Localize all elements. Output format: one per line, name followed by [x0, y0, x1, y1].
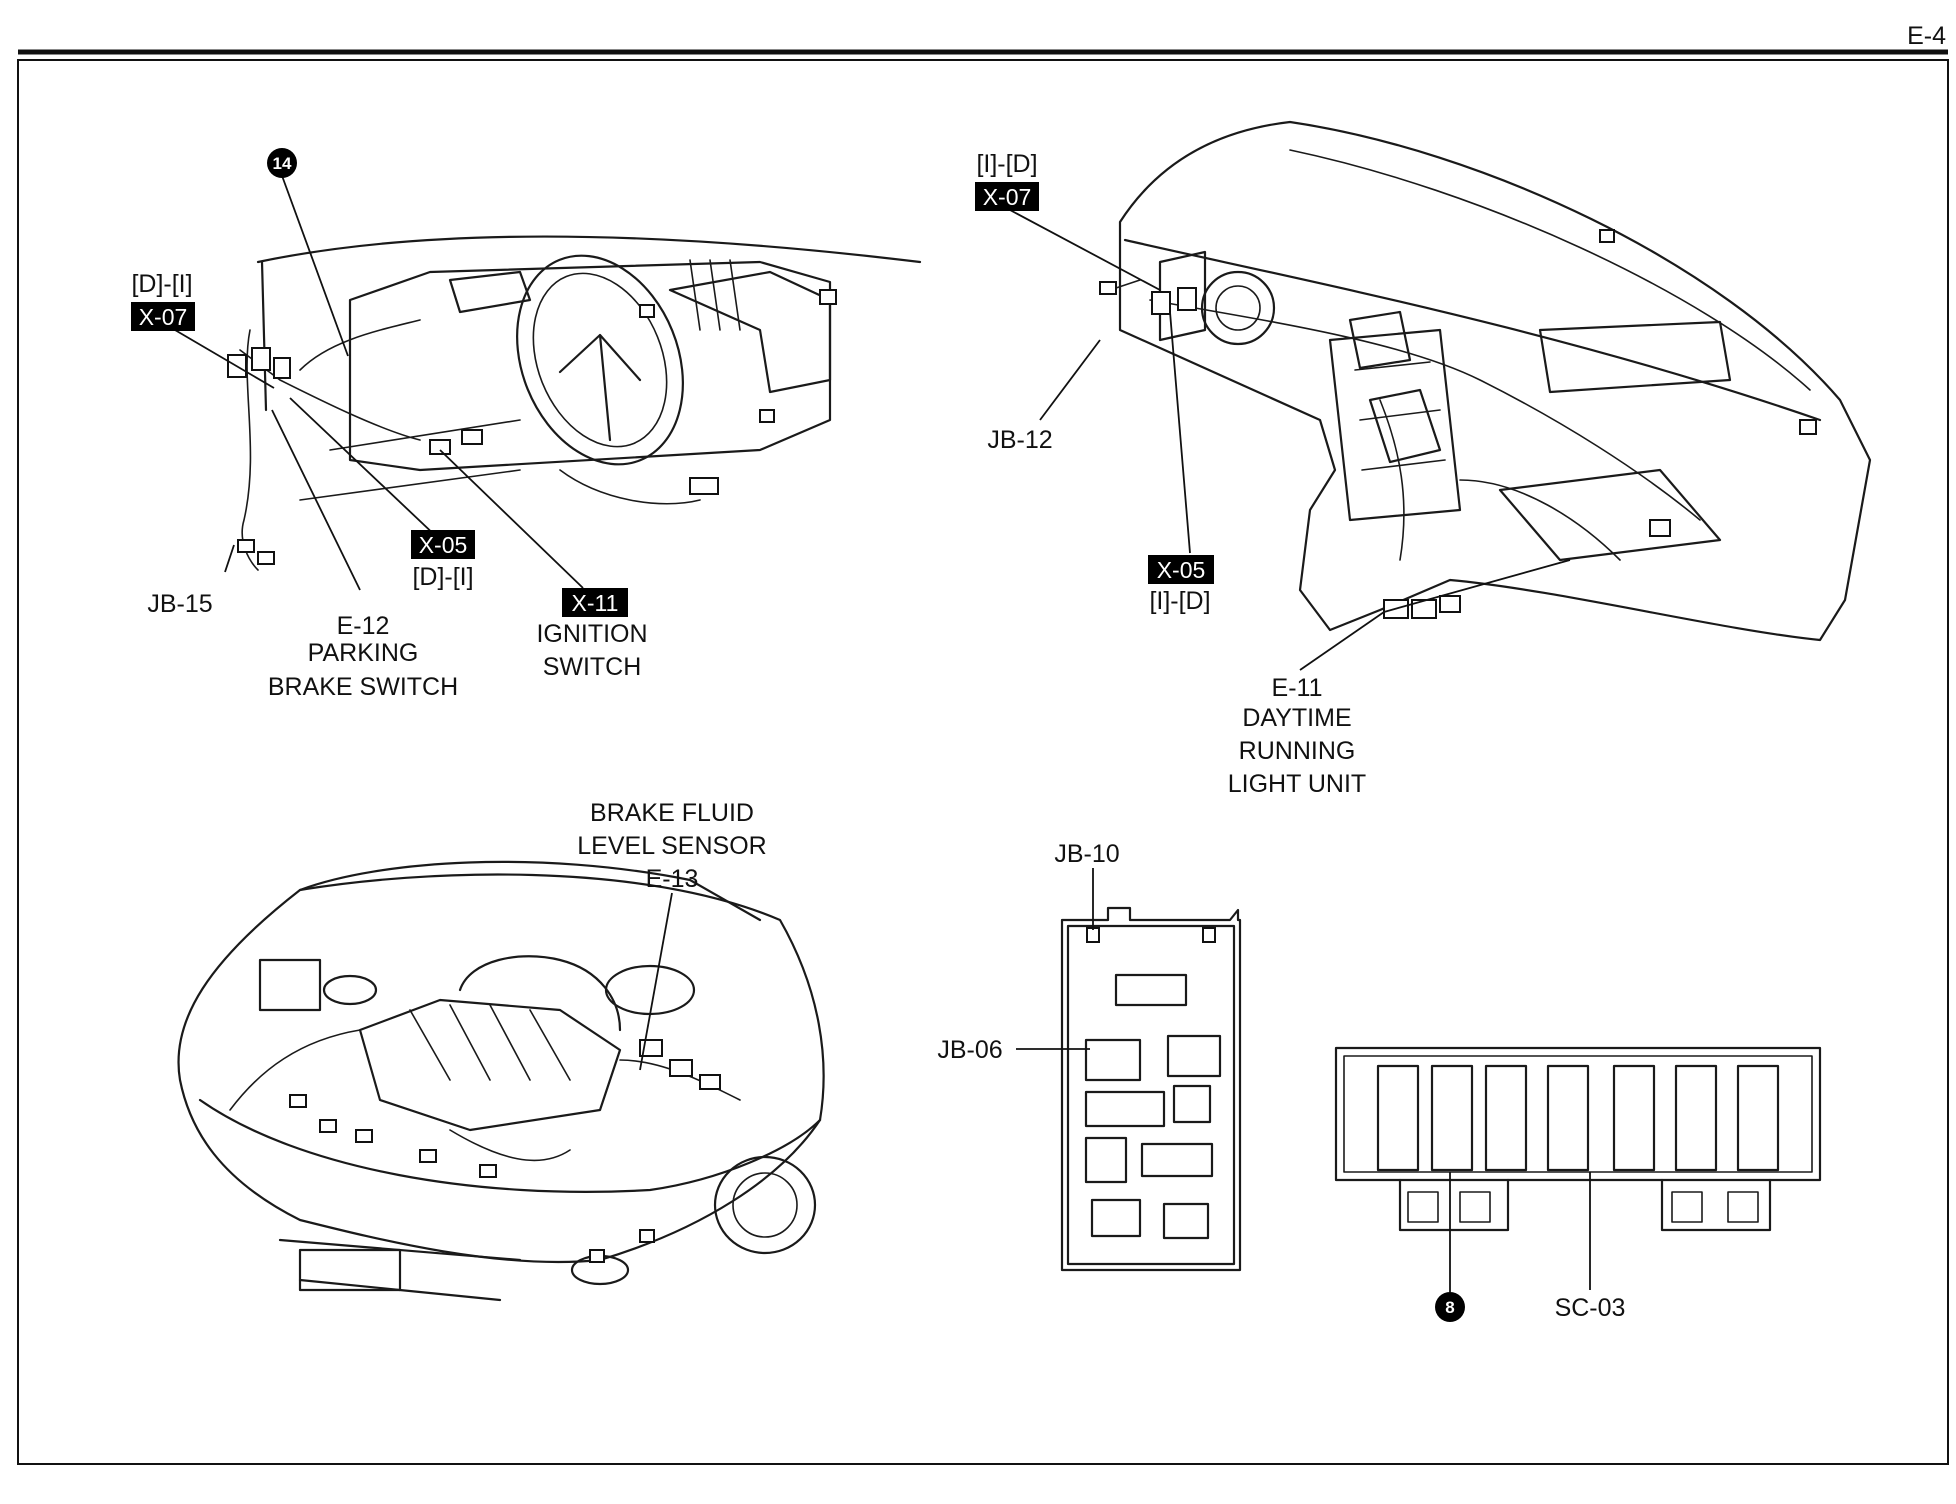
callout-14-label: 14: [273, 154, 292, 173]
label-running: RUNNING: [1239, 737, 1356, 765]
callout-8-label: 8: [1445, 1298, 1454, 1317]
label-daytime: DAYTIME: [1242, 704, 1351, 732]
tag-x07-left: X-07: [131, 302, 195, 331]
label-e12: E-12: [337, 612, 390, 640]
sc03-connector-illustration: [1334, 1046, 1822, 1232]
label-d-i-top-left: [D]-[I]: [131, 270, 192, 298]
steering-area-illustration: [227, 235, 922, 571]
label-jb06: JB-06: [937, 1036, 1002, 1064]
page-number: E-4: [1907, 22, 1946, 50]
label-sc03: SC-03: [1555, 1294, 1626, 1322]
label-jb10: JB-10: [1054, 840, 1119, 868]
tag-x05-left-label: X-05: [419, 532, 468, 558]
tag-x11: X-11: [562, 588, 628, 617]
label-ignition: IGNITION: [536, 620, 647, 648]
label-level-sensor: LEVEL SENSOR: [577, 832, 766, 860]
callout-8: 8: [1435, 1292, 1465, 1322]
dashboard-illustration: [1099, 120, 1872, 642]
label-e11: E-11: [1272, 674, 1323, 702]
label-jb15: JB-15: [147, 590, 212, 618]
label-i-d-x05: [I]-[D]: [1149, 587, 1210, 615]
tag-x07-left-label: X-07: [139, 304, 188, 330]
tag-x11-label: X-11: [572, 590, 619, 616]
label-brake-fluid: BRAKE FLUID: [590, 799, 754, 827]
engine-bay-illustration: [177, 860, 825, 1302]
tag-x05-left: X-05: [411, 530, 475, 559]
label-e13: E-13: [646, 865, 699, 893]
label-d-i-x05: [D]-[I]: [412, 563, 473, 591]
callout-14: 14: [267, 148, 297, 178]
diagram-frame: [17, 59, 1949, 1465]
label-jb12: JB-12: [987, 426, 1052, 454]
label-parking: PARKING: [308, 639, 419, 667]
label-brake-switch: BRAKE SWITCH: [268, 673, 458, 701]
label-light-unit: LIGHT UNIT: [1228, 770, 1366, 798]
tag-x05-right: X-05: [1148, 555, 1214, 584]
label-switch: SWITCH: [543, 653, 642, 681]
tag-x07-right: X-07: [975, 182, 1039, 211]
tag-x05-right-label: X-05: [1157, 557, 1206, 583]
tag-x07-right-label: X-07: [983, 184, 1032, 210]
label-i-d-top-right: [I]-[D]: [976, 150, 1037, 178]
junction-block-illustration: [1060, 906, 1242, 1272]
leader-lines: [174, 172, 1591, 1292]
